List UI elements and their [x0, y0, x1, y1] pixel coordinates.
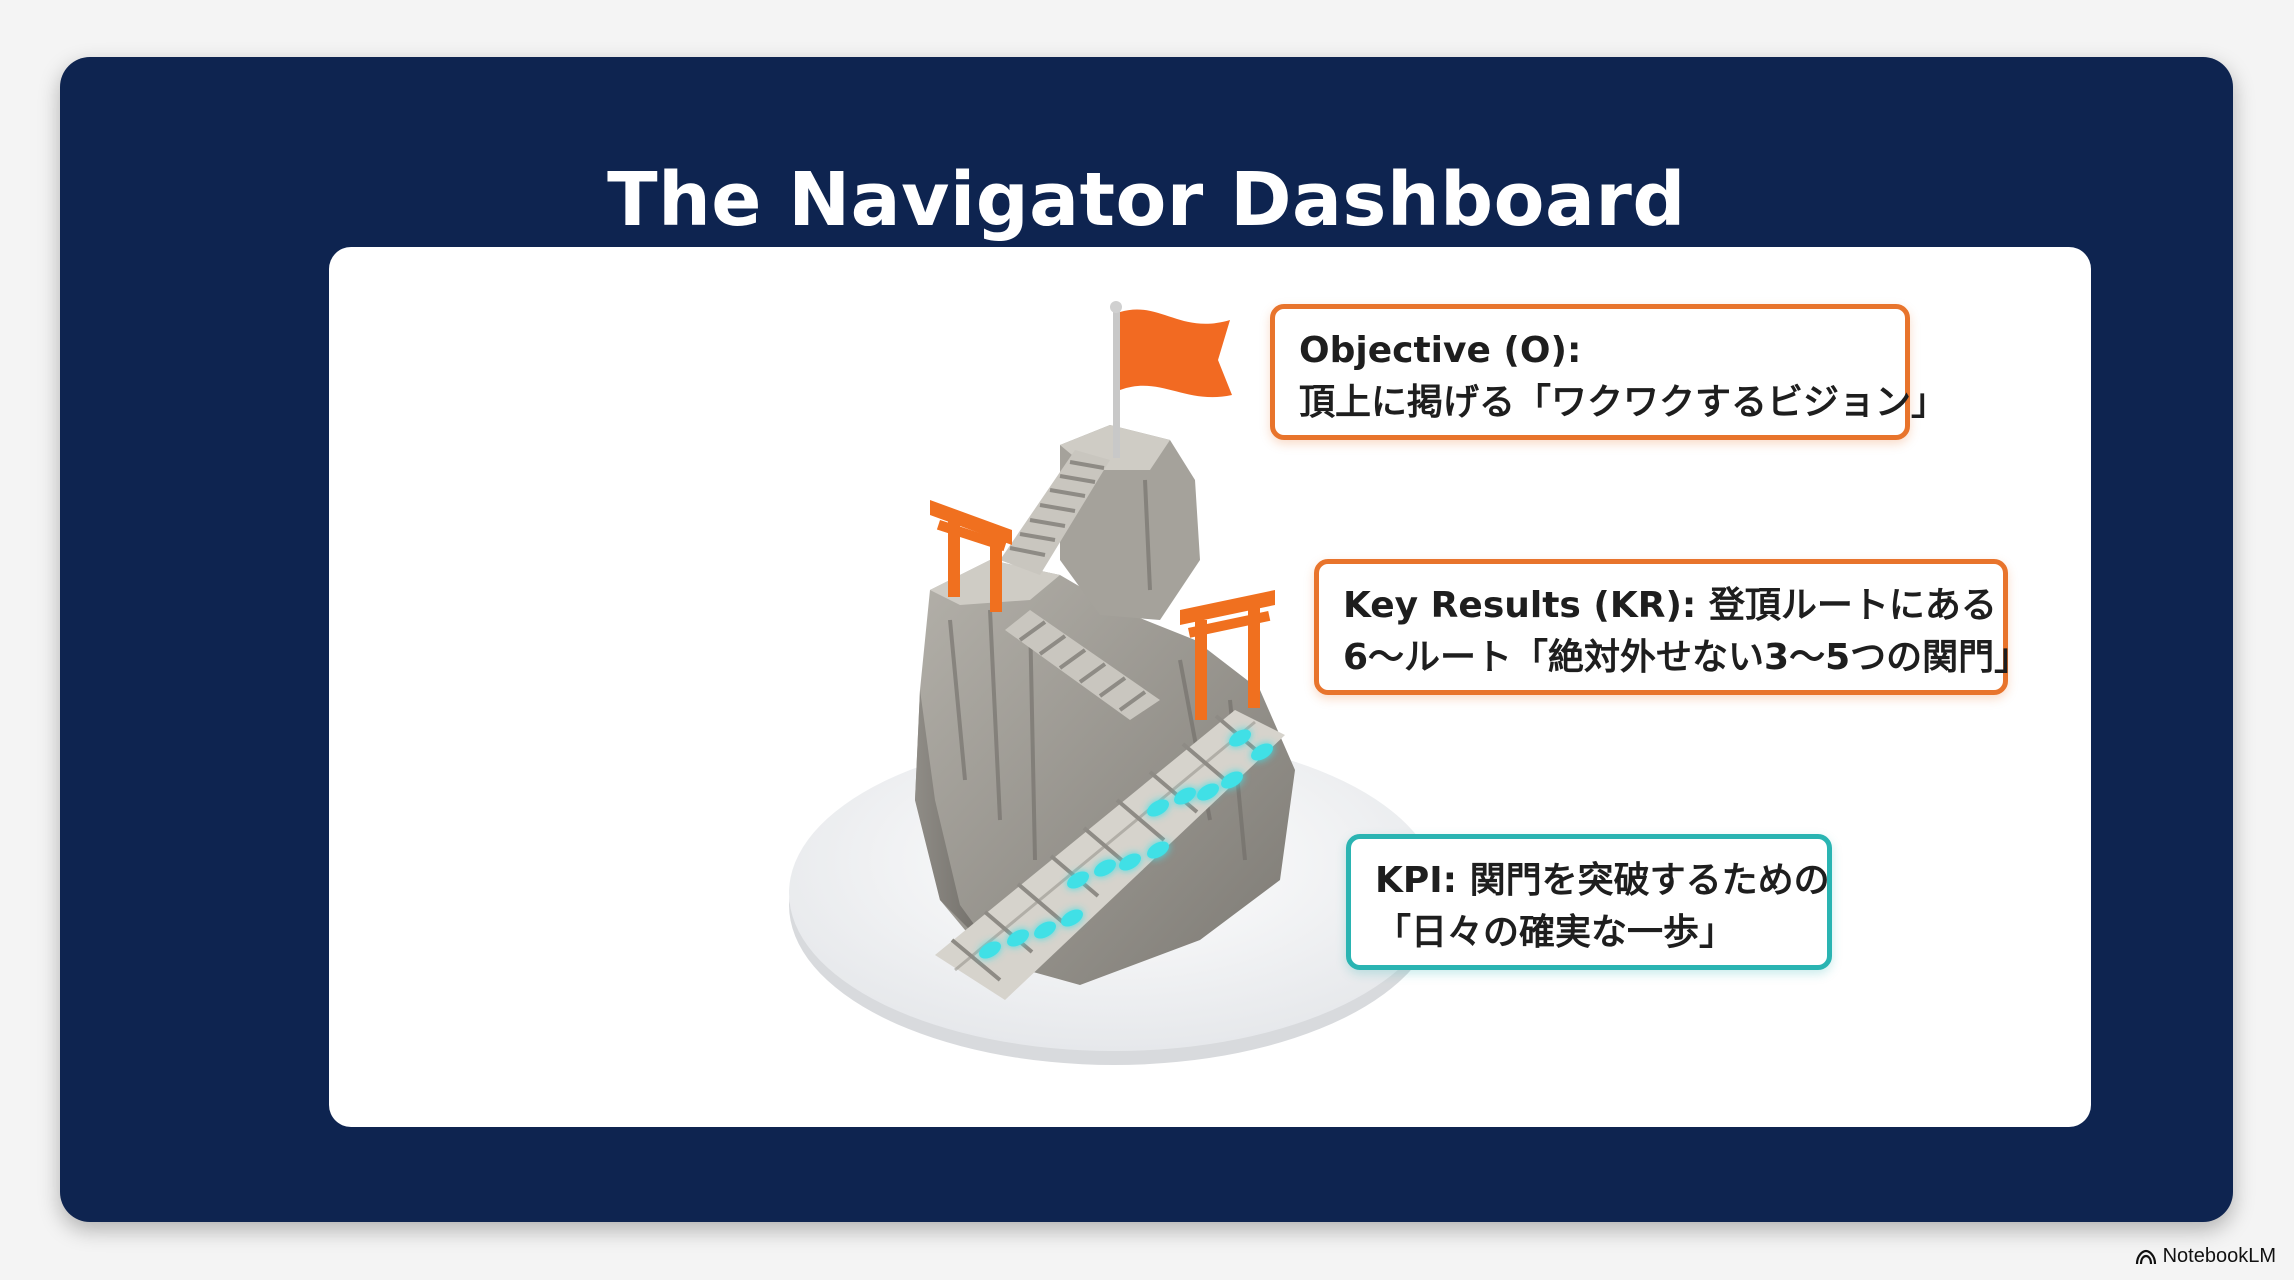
footprints	[979, 729, 1273, 959]
torii-gate-left-icon	[930, 500, 1012, 612]
notebooklm-logo-icon	[2135, 1249, 2156, 1264]
kpi-description: 「日々の確実な一歩」	[1375, 912, 1736, 953]
objective-description: 頂上に掲げる「ワクワクするビジョン」	[1299, 382, 1948, 423]
brand-name: NotebookLM	[2162, 1245, 2276, 1267]
key-results-title: Key Results (KR): 登頂ルートにある	[1343, 585, 1997, 626]
kpi-label: KPI: 関門を突破するための 「日々の確実な一歩」	[1346, 834, 1832, 970]
torii-gate-right-icon	[1180, 590, 1275, 720]
upper-stairs	[1000, 450, 1110, 575]
key-results-label: Key Results (KR): 登頂ルートにある 6〜ルート「絶対外せない3…	[1314, 559, 2031, 695]
notebooklm-brand: NotebookLM	[2135, 1245, 2276, 1268]
kpi-title: KPI: 関門を突破するための	[1375, 860, 1830, 901]
objective-title: Objective (O):	[1299, 330, 1582, 371]
slide-title: The Navigator Dashboard	[607, 157, 1686, 243]
middle-stairs	[1005, 610, 1160, 720]
objective-label: Objective (O): 頂上に掲げる「ワクワクするビジョン」	[1270, 304, 1948, 440]
summit-flag-icon	[1110, 301, 1232, 458]
key-results-description: 6〜ルート「絶対外せない3〜5つの関門」	[1343, 637, 2031, 678]
